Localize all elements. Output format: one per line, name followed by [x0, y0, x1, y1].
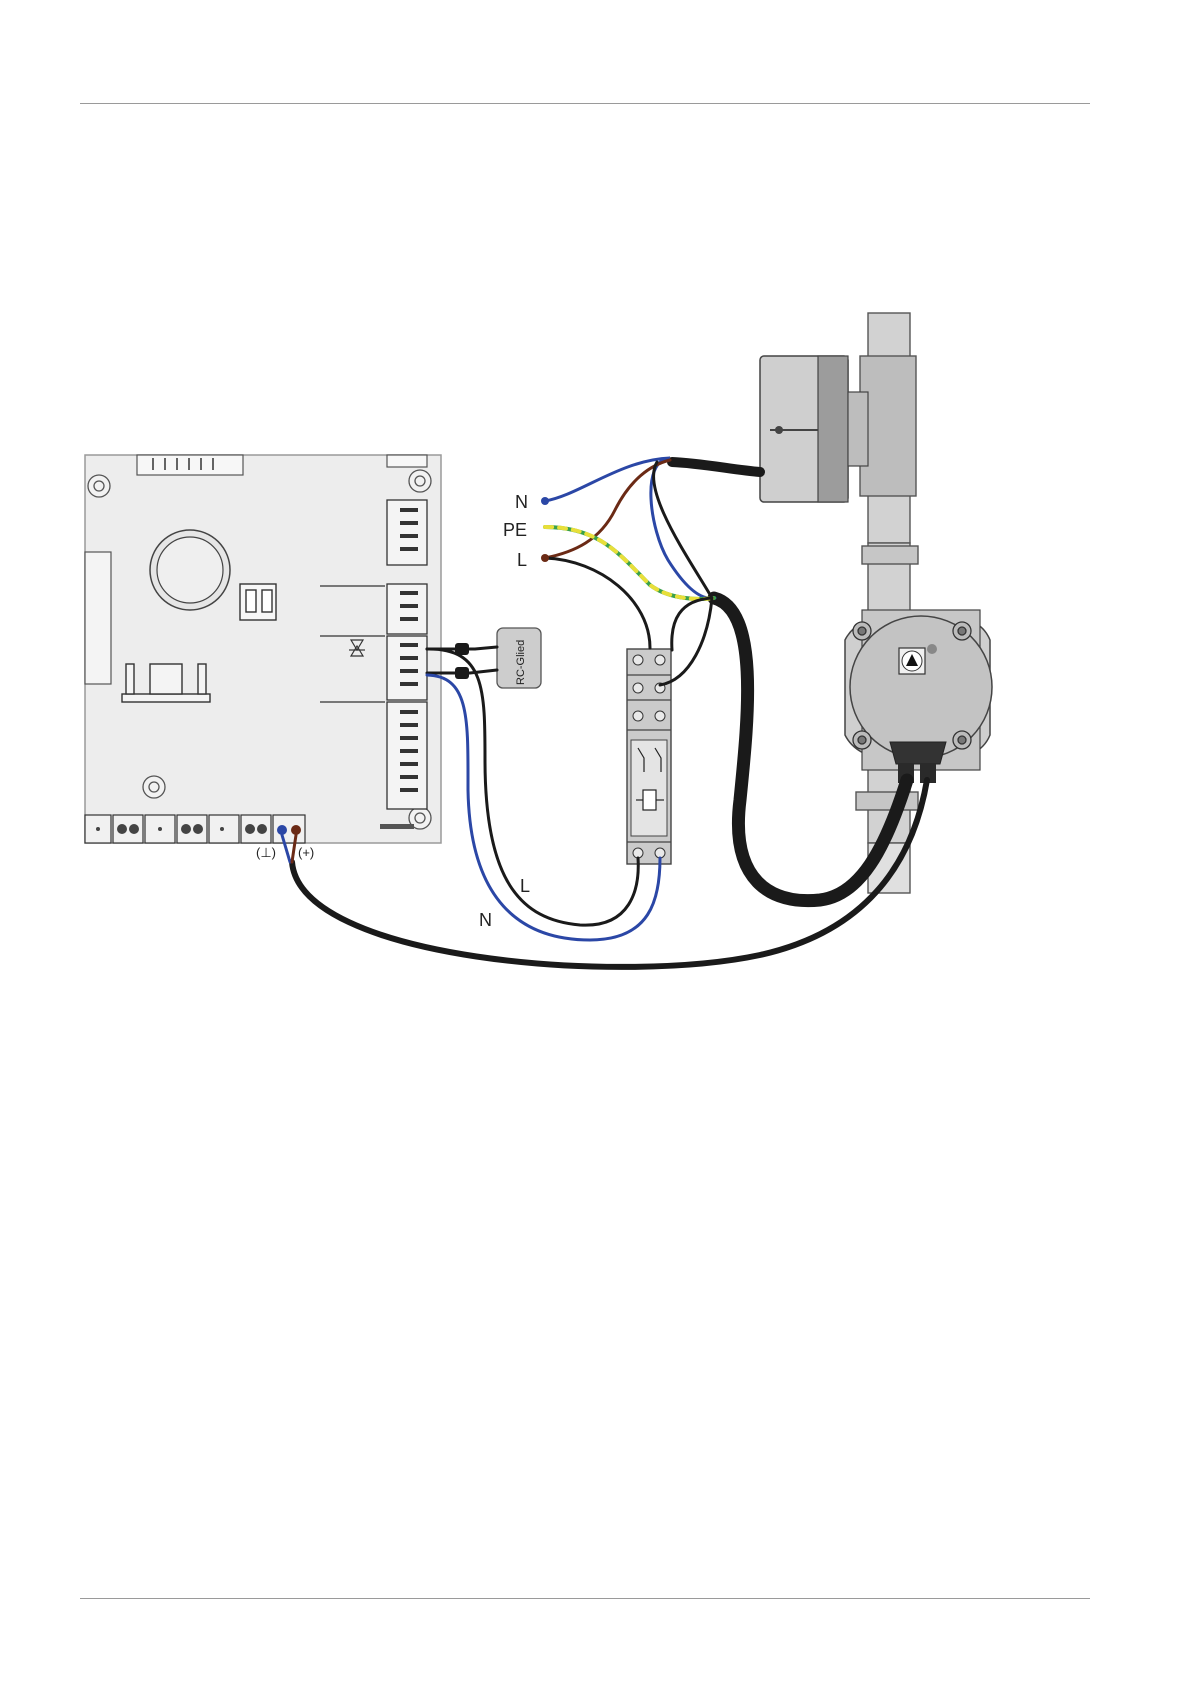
pump-button-icon: [899, 648, 925, 674]
label-cable-n: N: [479, 910, 492, 930]
board-neutral-wire: [427, 675, 660, 940]
actuator-cable: [672, 462, 760, 472]
label-supply-pe: PE: [503, 520, 527, 540]
label-supply-n: N: [515, 492, 528, 512]
valve-actuator: [760, 356, 868, 502]
label-rc-element: RC-Glied: [515, 640, 527, 685]
terminal-ground: [277, 825, 287, 835]
jumper-icon: [240, 584, 276, 620]
label-terminal-ground: (⊥): [256, 845, 276, 860]
capacitor-icon: [150, 530, 230, 610]
relay-module: [627, 649, 671, 864]
label-cable-l: L: [520, 876, 530, 896]
control-board: [85, 455, 441, 843]
label-terminal-plus: (+): [298, 845, 314, 860]
circulation-pump: [845, 610, 992, 783]
label-supply-l: L: [517, 550, 527, 570]
